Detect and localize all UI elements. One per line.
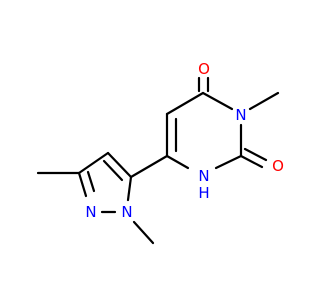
nitrogen-atom-n3: N bbox=[235, 106, 246, 124]
bond-n1p-methyl bbox=[132, 220, 155, 245]
bond-c6-n1 bbox=[165, 154, 190, 170]
bond-n3-methyl bbox=[248, 91, 280, 111]
nitrogen-atom-pyrazole-n2: N bbox=[85, 203, 96, 221]
oxygen-atom-top: O bbox=[198, 60, 210, 78]
bond-c3p-n2p bbox=[77, 171, 88, 198]
bond-n1-c2 bbox=[214, 154, 243, 170]
bond-c6-pyrazole bbox=[129, 154, 169, 179]
bond-c3p-n2p-double bbox=[86, 170, 96, 193]
bond-c5p-c4p bbox=[106, 151, 133, 179]
bond-n3-c4 bbox=[201, 91, 234, 111]
molecule-canvas: O N O N H N N bbox=[36, 60, 284, 245]
nitrogen-atom-n1: N bbox=[198, 167, 209, 185]
bond-c2-o-double bbox=[243, 147, 268, 162]
nitrogen-atom-pyrazole-n1: N bbox=[121, 203, 132, 221]
hydrogen-atom-n1: H bbox=[198, 184, 209, 202]
oxygen-atom-right: O bbox=[272, 157, 284, 175]
structure-diagram: O N O N H N N bbox=[36, 60, 284, 245]
bond-c2-o bbox=[239, 154, 264, 169]
bond-n1p-c5p bbox=[126, 175, 133, 202]
bond-c4p-c3p bbox=[77, 151, 110, 175]
bond-c5p-c4p-double bbox=[102, 159, 124, 182]
bond-c4-c5 bbox=[165, 91, 205, 116]
